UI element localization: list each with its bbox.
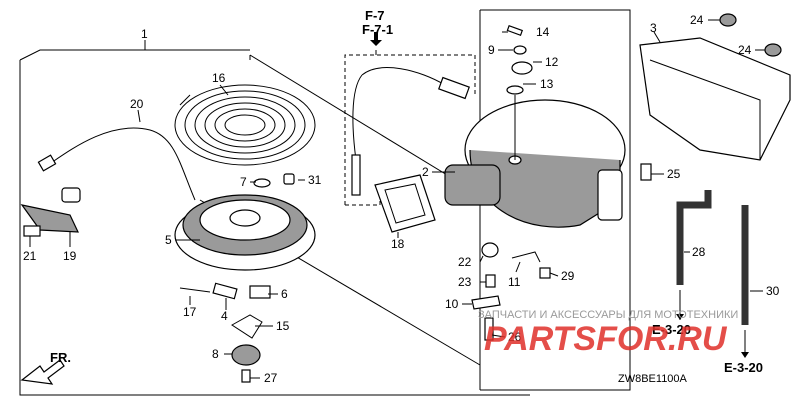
callout-9: 9 bbox=[488, 43, 495, 57]
front-arrow-icon bbox=[20, 359, 65, 385]
callout-1: 1 bbox=[141, 27, 148, 41]
ratchet-4 bbox=[212, 282, 238, 300]
grommet-22 bbox=[481, 242, 499, 258]
spiral-spring bbox=[174, 84, 316, 166]
callout-11: 11 bbox=[508, 275, 521, 289]
plate-10 bbox=[471, 295, 501, 310]
callout-23: 23 bbox=[458, 275, 472, 289]
down-arrow-icon bbox=[676, 314, 684, 320]
watermark-tagline: ЗАПЧАСТИ И АКСЕССУАРЫ ДЛЯ МОТОТЕХНИКИ bbox=[478, 309, 738, 321]
callout-13: 13 bbox=[540, 77, 554, 91]
gasket-18 bbox=[374, 174, 436, 233]
watermark-brand: PARTSFOR.RU bbox=[484, 320, 728, 358]
starter-rope bbox=[47, 127, 196, 201]
callout-27: 27 bbox=[264, 371, 278, 385]
callout-14: 14 bbox=[536, 25, 550, 39]
callout-26: 26 bbox=[508, 330, 522, 344]
collar-23 bbox=[485, 274, 496, 288]
cable-tip bbox=[438, 76, 470, 100]
clip-6 bbox=[249, 285, 271, 299]
callout-20: 20 bbox=[130, 97, 144, 111]
callout-5: 5 bbox=[165, 233, 172, 247]
bolt-26 bbox=[484, 317, 494, 341]
callout-28: 28 bbox=[692, 245, 706, 259]
callout-8: 8 bbox=[212, 347, 219, 361]
callout-21: 21 bbox=[23, 249, 37, 263]
washer-7 bbox=[253, 178, 271, 188]
callout-7: 7 bbox=[240, 175, 247, 189]
cable-box bbox=[344, 50, 476, 206]
callout-30: 30 bbox=[766, 284, 780, 298]
bolt-25 bbox=[640, 163, 652, 181]
arm-12 bbox=[511, 61, 533, 75]
cable-end bbox=[351, 154, 361, 196]
callout-17: 17 bbox=[183, 305, 197, 319]
callout-10: 10 bbox=[445, 297, 459, 311]
cover-3 bbox=[639, 37, 791, 161]
tube-28 bbox=[676, 190, 712, 285]
nut-29 bbox=[539, 267, 551, 279]
callout-22: 22 bbox=[458, 255, 472, 269]
callout-31: 31 bbox=[308, 173, 322, 187]
callout-3: 3 bbox=[650, 21, 657, 35]
callout-2: 2 bbox=[422, 165, 429, 179]
ref-f7[interactable]: F-7 bbox=[365, 8, 385, 23]
front-label: FR. bbox=[50, 350, 71, 365]
callout-25: 25 bbox=[667, 167, 681, 181]
grommet-24-right bbox=[764, 43, 782, 57]
grommet-24-top bbox=[719, 13, 737, 27]
callout-4: 4 bbox=[221, 309, 228, 323]
callout-16: 16 bbox=[212, 71, 226, 85]
leader-lines bbox=[29, 19, 765, 379]
starter-reel bbox=[174, 194, 316, 271]
starter-housing bbox=[444, 99, 626, 228]
ring-13 bbox=[506, 85, 524, 95]
pin-14 bbox=[506, 24, 524, 36]
spring-17 bbox=[179, 287, 211, 293]
callout-15: 15 bbox=[276, 319, 290, 333]
spring-15 bbox=[231, 314, 263, 339]
rope-end bbox=[37, 154, 57, 172]
callout-29: 29 bbox=[561, 269, 575, 283]
handle-insert bbox=[23, 225, 41, 237]
washer-9 bbox=[513, 45, 527, 55]
bolt-31 bbox=[283, 173, 295, 185]
callout-12: 12 bbox=[545, 55, 559, 69]
callout-19: 19 bbox=[63, 249, 77, 263]
ref-f71[interactable]: F-7-1 bbox=[362, 22, 393, 37]
ref-e320-b[interactable]: E-3-20 bbox=[724, 360, 763, 375]
starter-handle bbox=[20, 187, 81, 233]
callout-6: 6 bbox=[281, 287, 288, 301]
bolt-27 bbox=[241, 369, 251, 383]
ref-e320-a[interactable]: E-3-20 bbox=[652, 322, 691, 337]
cap-8 bbox=[231, 344, 261, 366]
callout-18: 18 bbox=[391, 237, 405, 251]
down-arrow-icon bbox=[741, 352, 749, 358]
up-arrow-icon bbox=[370, 32, 382, 46]
diagram-code: ZW8BE1100A bbox=[618, 373, 688, 385]
callout-24-top: 24 bbox=[690, 13, 704, 27]
lever-11 bbox=[511, 251, 541, 263]
callout-24-right: 24 bbox=[738, 43, 752, 57]
